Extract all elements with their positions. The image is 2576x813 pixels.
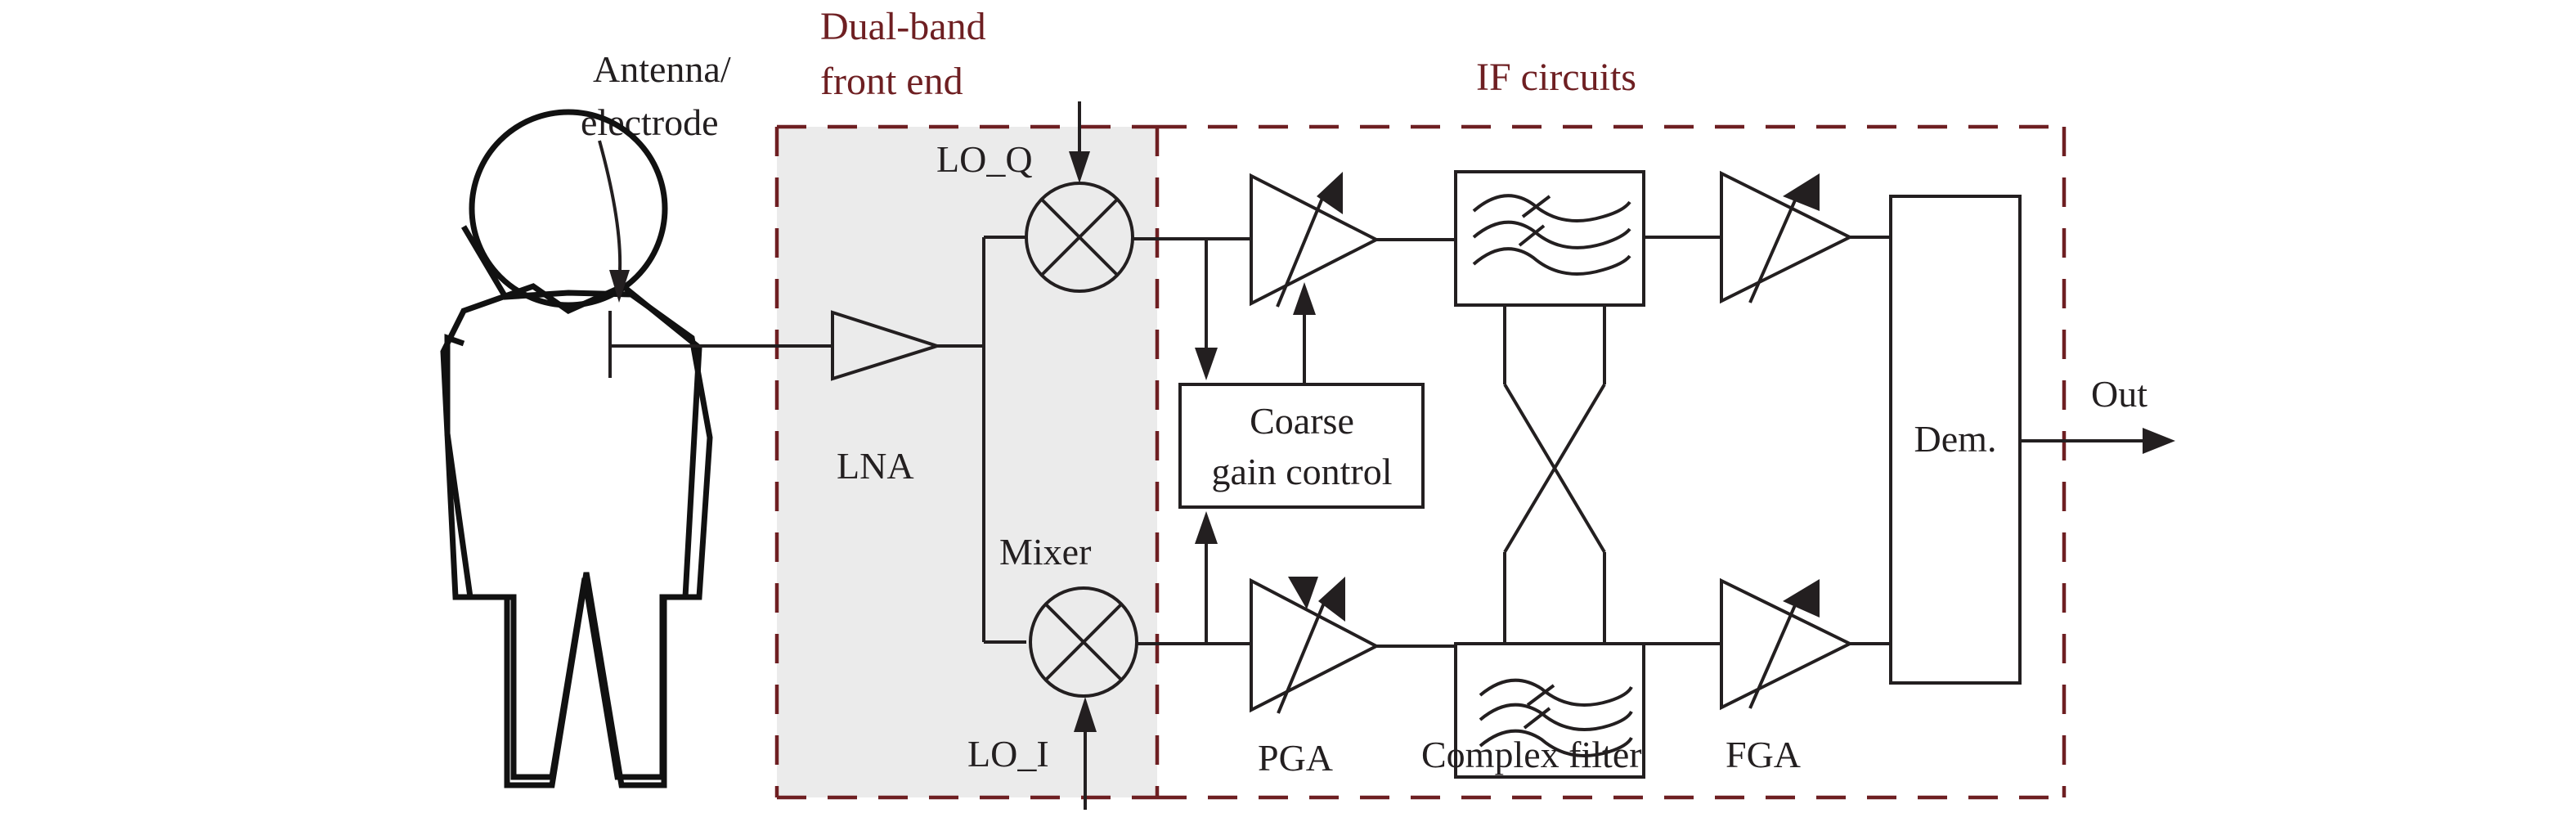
dem-label: Dem. [1914,418,1997,460]
pga-label: PGA [1258,737,1333,779]
fga-q-amplifier-icon [1720,170,1854,304]
lo-i-label: LO_I [967,733,1049,775]
complex-filter-q-block [1454,170,1645,307]
coarse-gain-control-block [1178,383,1425,509]
fga-label: FGA [1726,734,1801,775]
lo-q-label: LO_Q [936,138,1033,180]
human-body-icon [440,109,713,788]
fga-i-amplifier-icon [1720,577,1854,711]
out-arrowhead [2143,428,2175,454]
group-border-if-circuits [1157,124,2067,800]
lna-label: LNA [837,445,914,487]
antenna-label-line2: electrode [581,101,719,143]
coarse-in-i-arrowhead [1195,511,1218,544]
lna-amplifier-icon [831,310,943,381]
out-label: Out [2091,373,2147,415]
pga-i-amplifier-icon [1250,577,1380,714]
complex-filter-label: Complex filter [1421,734,1642,775]
lo-q-arrowhead [1069,151,1090,183]
front-end-title-line1: Dual-band [820,5,986,48]
complex-filter-i-block [1454,642,1645,779]
mixer-label: Mixer [999,531,1091,573]
pga-q-gain-arrowhead [1293,282,1316,315]
coarse-label-line1: Coarse [1250,400,1354,442]
front-end-title-line2: front end [820,60,963,103]
pga-q-amplifier-icon [1250,172,1380,308]
lo-i-arrowhead [1074,697,1097,732]
filter-cross-coupling [1503,305,1606,644]
coarse-in-q-arrowhead [1195,348,1218,380]
if-circuits-title: IF circuits [1476,56,1636,99]
antenna-label-line1: Antenna/ [593,48,731,90]
antenna-pointer-arrowhead [609,270,630,303]
coarse-label-line2: gain control [1212,451,1393,492]
antenna-pointer-line [598,140,622,271]
front-end-region [777,127,1157,797]
